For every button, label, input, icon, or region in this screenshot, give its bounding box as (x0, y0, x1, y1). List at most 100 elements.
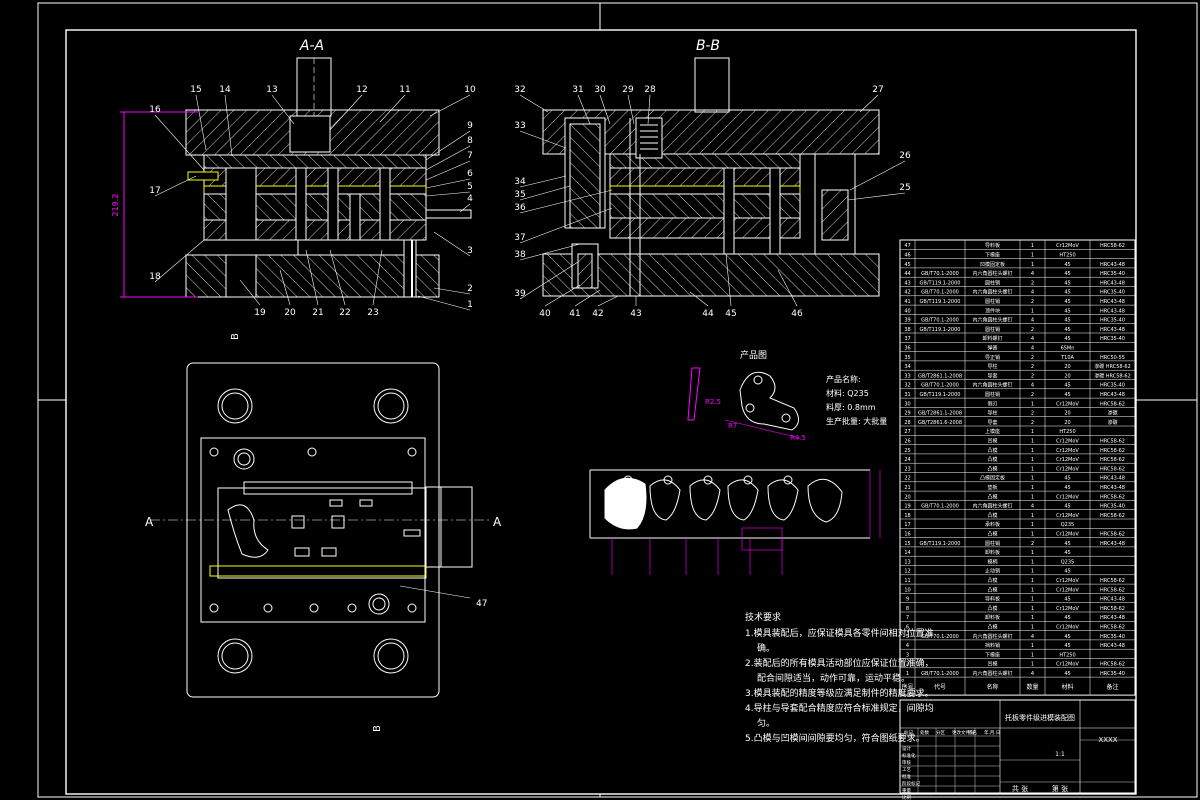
bom-cell: 13 (904, 559, 910, 565)
bom-cell: GB/T2861.6-2008 (918, 420, 962, 426)
leader-line (271, 94, 295, 125)
bom-cell: 1 (1031, 401, 1034, 407)
bom-cell: 45 (1064, 290, 1070, 296)
bom-cell: 1 (906, 671, 909, 677)
callout-number: 46 (791, 309, 803, 319)
bom-cell: HRC43-48 (1100, 280, 1125, 286)
leader-line (519, 130, 567, 149)
overall-height-dimension: 219.2 (111, 194, 120, 217)
bom-cell: 12 (904, 569, 910, 575)
bom-header-cell: 材料 (1061, 683, 1073, 691)
bom-cell: GB/T70.1-2000 (921, 504, 959, 510)
bom-cell: Cr12MoV (1056, 243, 1079, 249)
bom-cell: 1 (1031, 448, 1034, 454)
bom-cell: 9 (906, 597, 909, 603)
bom-cell: 1 (1031, 569, 1034, 575)
bom-cell: 内六角圆柱头螺钉 (972, 317, 1012, 324)
callout-number: 4 (467, 194, 473, 204)
bom-cell: 15 (904, 541, 910, 547)
callout-number: 15 (190, 85, 201, 95)
product-note: 产品名称: (826, 374, 861, 384)
leader-line (519, 207, 613, 244)
title-block-label: 签名 (968, 729, 977, 736)
product-note: 生产批量: 大批量 (826, 416, 887, 426)
bom-cell: 1 (1031, 466, 1034, 472)
bom-cell: 2 (1031, 355, 1034, 361)
bom-cell: 32 (904, 383, 910, 389)
bom-cell: 导料板 (985, 596, 1000, 603)
bom-cell: 1 (1031, 532, 1034, 538)
bom-cell: 5 (906, 634, 909, 640)
leader-line (777, 269, 798, 307)
bom-cell: HRC58-62 (1100, 606, 1125, 612)
bom-cell: 1 (1031, 439, 1034, 445)
bom-cell: 凹模 (987, 661, 997, 668)
bom-cell: 1 (1031, 652, 1034, 658)
bom-cell: 下模座 (985, 252, 1000, 259)
bom-cell: 渗碳 (1107, 410, 1117, 417)
bom-cell: 38 (904, 327, 910, 333)
bom-cell: 65Mn (1061, 346, 1075, 352)
bom-cell: 4 (1031, 271, 1034, 277)
bom-cell: HRC58-62 (1100, 457, 1125, 463)
bom-cell: HRC58-62 (1100, 513, 1125, 519)
bom-cell: 2 (1031, 420, 1034, 426)
bom-cell: HRC43-48 (1100, 262, 1125, 268)
bom-cell: 承料板 (985, 521, 1000, 528)
section-a-view: A-A 219.2 (111, 38, 472, 298)
bom-cell: 4 (1031, 671, 1034, 677)
bom-cell: 31 (904, 392, 910, 398)
section-b-view: B-B (542, 38, 880, 297)
title-block-label: 阶段标记 (902, 780, 920, 787)
bom-cell: 18 (904, 513, 910, 519)
bom-cell: HRC58-62 (1100, 532, 1125, 538)
bom-cell: GB/T119.1-2000 (920, 327, 961, 333)
bom-cell: 45 (1064, 541, 1070, 547)
callout-number: 40 (539, 309, 551, 319)
bom-cell: 30 (904, 401, 910, 407)
callout-number: 47 (476, 599, 487, 609)
title-block-label: 年.月.日 (984, 729, 1000, 736)
tech-item: 2.装配后的所有模具活动部位应保证位置准确， (745, 657, 934, 669)
bom-cell: Cr12MoV (1056, 448, 1079, 454)
scale-value: 1:1 (1055, 751, 1065, 758)
leader-line (279, 269, 291, 306)
bom-cell: 45 (1064, 327, 1070, 333)
product-radius-c: R4.5 (790, 434, 806, 442)
leader-line (329, 249, 346, 306)
bom-cell: 卸料板 (985, 614, 1000, 621)
section-b-title: B-B (696, 38, 720, 54)
bom-cell: Cr12MoV (1056, 457, 1079, 463)
section-a-marker-left: A (145, 515, 154, 529)
bom-cell: GB/T70.1-2000 (921, 290, 959, 296)
bom-cell: 7 (906, 615, 909, 621)
leader-line (597, 295, 619, 307)
bom-cell: 37 (904, 336, 910, 342)
bom-header-cell: 名称 (986, 683, 998, 691)
bom-cell: HRC58-62 (1100, 578, 1125, 584)
bom-cell: HRC35-40 (1100, 318, 1125, 324)
bom-cell: 导料板 (985, 242, 1000, 249)
bom-cell: HRC58-62 (1100, 466, 1125, 472)
callout-number: 22 (339, 308, 350, 318)
lower-die-plan-view (150, 362, 490, 698)
bom-cell: HRC58-62 (1100, 625, 1125, 631)
bom-cell: 45 (1064, 671, 1070, 677)
product-drawing: 产品图 R2.5 R7 R4.5 (687, 349, 806, 442)
title-block-label: 更改文件号 (952, 729, 975, 736)
bom-cell: 45 (1064, 308, 1070, 314)
bom-cell: 凸模 (987, 493, 997, 500)
bom-cell: HRC43-48 (1100, 485, 1125, 491)
leader-line (689, 291, 709, 307)
bom-cell: 1 (1031, 615, 1034, 621)
bom-cell: GB/T2861.1-2008 (918, 411, 962, 417)
